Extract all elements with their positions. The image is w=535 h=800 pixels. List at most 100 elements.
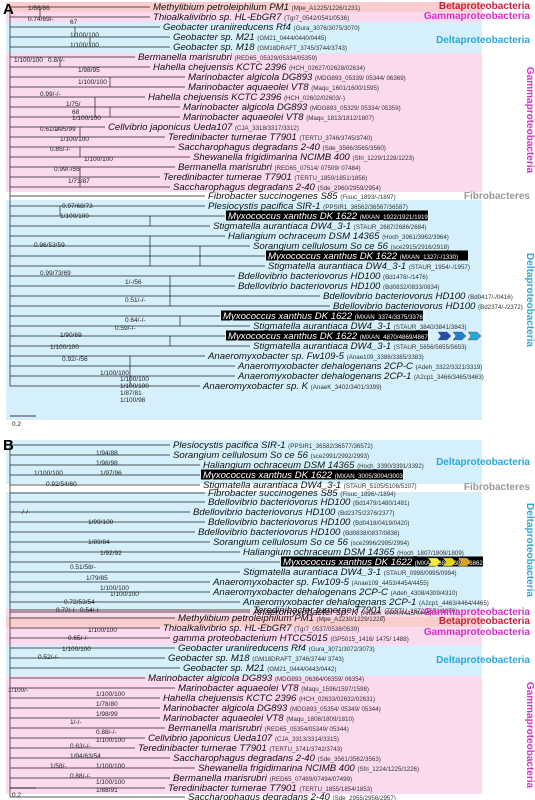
tree-b-locus-code: (MDG893_06364/06359/ 06354) <box>275 676 364 683</box>
tree-a-support-value: 1/100/100 <box>60 213 89 220</box>
tree-a-taxon-name: Shewanella frigidimarina NCIMB 400 <box>193 152 352 163</box>
tree-a-support-value: 1/-/56 <box>125 279 142 286</box>
tree-a-clade-label: Gammaproteobacteria <box>524 67 535 174</box>
b-gene-arrow-2 <box>442 557 457 567</box>
tree-a-locus-code: (STAUR_1954/-/1957) <box>409 264 470 271</box>
tree-a-locus-code: (HCH_02602/02603/-) <box>284 95 345 102</box>
panel-b-bands <box>6 440 482 794</box>
tree-b-locus-code: (Hoch_3390/3391/3392) <box>357 463 424 470</box>
tree-b-support-value: -/-/- <box>20 509 30 516</box>
tree-a-leaf-label: Geobacter sp. M18 (GM18DRAFT_3745/3744/3… <box>173 42 347 53</box>
tree-a-leaf-label: Thioalkalivibrio sp. HL-EbGR7 (Tgr7_0542… <box>153 12 349 23</box>
tree-a-locus-code: (Anae109_3386/3385/3383) <box>347 354 424 361</box>
tree-b-locus-code: (TERTU_1672/1671/1670) <box>384 608 457 615</box>
a-gene-arrow-3 <box>467 331 482 341</box>
tree-b-support-value: 1/78/80 <box>96 701 118 708</box>
tree-b-locus-code: (Hoch_1807/1808/1809) <box>397 550 464 557</box>
band-delta-b2 <box>6 492 482 609</box>
tree-b-taxon-name: Geobacter sp. M21 <box>183 663 267 674</box>
tree-a-leaf-label: Fibrobacter succinogenes S85 (Fisuc_1893… <box>208 191 396 202</box>
tree-a-support-value: 1/95/99 <box>54 126 76 133</box>
tree-b-support-value: 1/89/84 <box>88 539 110 546</box>
tree-b-locus-code: (MXAN_3005/3004/3003) <box>335 473 405 480</box>
tree-b-leaves: Plesiocystis pacifica SIR-1 (PPSIR1_3658… <box>138 440 489 800</box>
tree-a-clade-label: Deltaproteobacteria <box>524 253 535 347</box>
tree-a-taxon-name: Geobacter sp. M18 <box>173 42 257 53</box>
tree-a-taxon-name: Saccharophagus degradans 2-40 <box>178 142 323 153</box>
tree-a-locus-code: (TERTU_1850/1851/1856) <box>294 175 367 182</box>
tree-b-taxon-name: Teredinibacter turnerae T7901 <box>253 605 384 616</box>
tree-b-leaf-label: Bdellovibrio bacteriovorus HD100 (Bd2375… <box>193 507 394 518</box>
tree-a-leaf-label: Saccharophagus degradans 2-40 (Sde_3566/… <box>178 142 386 153</box>
b-gene-arrow-3 <box>457 557 472 567</box>
scale-label-a: 0.2 <box>12 421 21 428</box>
tree-b-support-value: 1/100/100 <box>34 470 63 477</box>
tree-b-taxon-name: Plesiocystis pacifica SIR-1 <box>173 440 288 451</box>
tree-a-locus-code: (MXAN_1327/-/1330) <box>400 254 458 261</box>
tree-b-support-value: 1/79/85 <box>86 575 108 582</box>
tree-b-taxon-name: Bdellovibrio bacteriovorus HD100 <box>208 497 353 508</box>
tree-b-support-value: 1/100/100 <box>88 627 117 634</box>
tree-b-taxon-name: Stigmatella aurantiaca DW4_3-1 <box>203 480 344 491</box>
tree-a-taxon-name: Stigmatella aurantiaca DW4_3-1 <box>253 341 394 352</box>
tree-a-leaf-label: Anaeromyxobacter sp. Fw109-5 (Anae109_33… <box>207 351 424 362</box>
panel-label-b: B <box>3 437 14 454</box>
tree-a-locus-code: (AnaeK_3402/3401/3399) <box>311 384 382 391</box>
tree-a-leaf-label: Marinobacter algicola DG893 (MDG893_0532… <box>183 102 401 113</box>
tree-b-taxon-name: Bermanella marisrubri <box>173 773 270 784</box>
tree-a-locus-code: (Adeh_3322/3321/3319) <box>416 364 483 371</box>
tree-b-support-value: 1/94/63/54 <box>70 753 101 760</box>
tree-a-taxon-name: Marinobacter algicola DG893 <box>183 102 310 113</box>
tree-b-leaf-label: Plesiocystis pacifica SIR-1 (PPSIR1_3658… <box>173 440 373 451</box>
tree-a-support-value: 1/75/ <box>66 101 81 108</box>
tree-b-support-value: 1/100/100 <box>96 779 125 786</box>
tree-a-taxon-name: Bermanella marisrubri <box>178 162 275 173</box>
tree-b-leaf-label: Bermanella marisrubri (RED65_07489/07494… <box>173 773 352 784</box>
tree-a-leaf-label: Stigmatella aurantiaca DW4_3-1 (STAUR_56… <box>253 341 467 352</box>
tree-a-locus-code: (GM21_0444/0440/0445) <box>257 35 326 42</box>
tree-a-locus-code: (Gura_3076/3075/3070) <box>294 25 360 32</box>
tree-a-locus-code: (A2cp1_3466/3465/3463) <box>414 374 484 381</box>
tree-b-leaf-label: Myxococcus xanthus DK 1622 (MXAN_3005/30… <box>203 470 405 481</box>
tree-a-leaf-label: Sorangium cellulosum So ce 56 (sce2915/2… <box>253 241 449 252</box>
tree-b-clade-label: Deltaproteobacteria <box>436 457 530 468</box>
tree-a-leaf-label: Anaeromyxobacter dehalogenans 2CP-1 (A2c… <box>237 371 484 382</box>
tree-a-taxon-name: Bdellovibrio bacteriovorus HD100 <box>323 291 468 302</box>
tree-a-support-value: 1/100/100 <box>100 370 129 377</box>
scale-label-b: 0.2 <box>12 792 21 799</box>
tree-a-leaf-label: Anaeromyxobacter dehalogenans 2CP-C (Ade… <box>237 361 482 372</box>
tree-b-leaf-label: Sorangium cellulosum So ce 56 (sce2996/2… <box>213 537 409 548</box>
tree-b-support-value: 1/58/- <box>50 763 67 770</box>
tree-b-taxon-name: Myxococcus xanthus DK 1622 <box>203 470 335 481</box>
scale-bar-b: 0.2 <box>10 787 36 799</box>
tree-b-leaf-label: Thioalkalivibrio sp. HL-EbGR7 (Tgr7_0537… <box>163 623 359 634</box>
tree-a-locus-code: (STAUR_5656/5655/5653) <box>394 344 467 351</box>
tree-a-leaf-label: Stigmatella aurantiaca DW4_3-1 (STAUR_19… <box>268 261 470 272</box>
tree-b-taxon-name: gamma proteobacterium HTCC5015 <box>173 633 330 644</box>
tree-b-clade-labels: DeltaproteobacteriaFibrobacteresDeltapro… <box>424 457 535 789</box>
tree-a-leaf-label: Hahella chejuensis KCTC 2396 (HCH_02602/… <box>148 92 345 103</box>
tree-a-taxon-name: Anaeromyxobacter dehalogenans 2CP-C <box>237 361 416 372</box>
tree-a-leaf-label: Myxococcus xanthus DK 1622 (MXAN_3374/33… <box>223 311 425 322</box>
scale-bar-a: 0.2 <box>10 415 36 428</box>
tree-b-support-value: 1/98/99 <box>96 711 118 718</box>
tree-a-leaf-label: Cellvibrio japonicus Ueda107 (CJA_3318/3… <box>108 122 299 133</box>
tree-b-locus-code: (Gura_3071/3072/3073) <box>309 646 375 653</box>
tree-a-locus-code: (PPSIR1_36562/36567/36587) <box>323 204 408 211</box>
tree-a-leaf-label: Geobacter sp. M21 (GM21_0444/0440/0445) <box>173 32 326 43</box>
tree-a-support-value: 0.92/-/56 <box>62 356 88 363</box>
tree-a-taxon-name: Anaeromyxobacter sp. Fw109-5 <box>207 351 347 362</box>
panel-a-bands <box>6 2 482 420</box>
tree-a-locus-code: (MDG893_05329/ 05334/ 05359) <box>310 105 401 112</box>
tree-a-support-value: 1/90/69 <box>60 332 82 339</box>
tree-a-locus-code: (Fisuc_1893/-/1897) <box>340 194 395 201</box>
tree-a-support-value: 0.74/69/- <box>28 16 54 23</box>
tree-b-taxon-name: Haliangium ochraceum DSM 14365 <box>203 460 357 471</box>
tree-a-leaf-label: Bermanella marisrubri (RED65_05329/05334… <box>138 52 317 63</box>
tree-a-leaf-label: Teredinibacter turnerae T7901 (TERTU_374… <box>168 132 372 143</box>
tree-b-leaf-label: Marinobacter aquaeolei VT8 (Maqu_1808/18… <box>163 713 354 724</box>
tree-a-taxon-name: Teredinibacter turnerae T7901 <box>163 172 294 183</box>
tree-b-taxon-name: Bermanella marisrubri <box>168 723 265 734</box>
tree-b-support-value: 1/97/96 <box>100 470 122 477</box>
tree-a-locus-code: (Sfri_1229/1228/1223) <box>352 155 414 162</box>
